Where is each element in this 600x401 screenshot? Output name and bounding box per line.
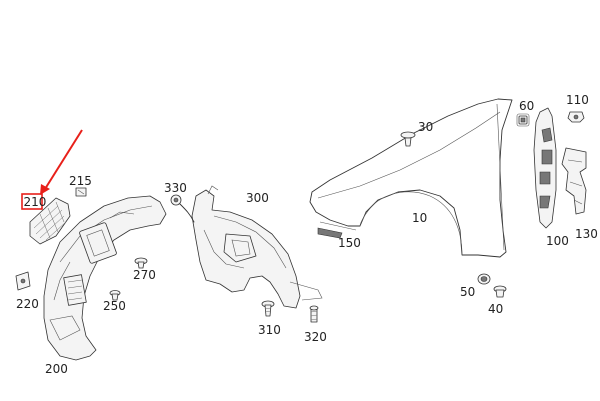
rear-wheel-arch-liner <box>191 185 323 309</box>
fender-panel <box>309 98 513 258</box>
nut-50 <box>477 273 491 285</box>
part-label-10[interactable]: 10 <box>412 211 427 225</box>
stud-320 <box>309 305 319 323</box>
grommet-330 <box>170 194 195 223</box>
part-label-220[interactable]: 220 <box>16 297 39 311</box>
part-label-130[interactable]: 130 <box>575 227 598 241</box>
part-label-250[interactable]: 250 <box>103 299 126 313</box>
part-label-150[interactable]: 150 <box>338 236 361 250</box>
screw-310 <box>261 300 275 317</box>
part-label-30[interactable]: 30 <box>418 120 433 134</box>
part-label-320[interactable]: 320 <box>304 330 327 344</box>
clip-215 <box>75 187 87 197</box>
clip-220 <box>15 271 31 291</box>
part-label-215[interactable]: 215 <box>69 174 92 188</box>
part-label-300[interactable]: 300 <box>246 191 269 205</box>
part-label-330[interactable]: 330 <box>164 181 187 195</box>
screw-250 <box>109 290 121 301</box>
screw-40 <box>493 285 507 298</box>
fastener-270 <box>134 257 148 269</box>
highlight-arrow <box>40 129 83 195</box>
part-label-60[interactable]: 60 <box>519 99 534 113</box>
part-label-200[interactable]: 200 <box>45 362 68 376</box>
fender-bracket <box>561 147 587 215</box>
part-label-110[interactable]: 110 <box>566 93 589 107</box>
front-wheel-arch-liner <box>43 195 167 361</box>
part-label-100[interactable]: 100 <box>546 234 569 248</box>
part-label-210[interactable]: 210 <box>24 195 47 209</box>
nut-110 <box>567 111 585 123</box>
fender-seal-strip <box>533 107 557 229</box>
splash-shield-210 <box>29 197 71 245</box>
push-rivet-30 <box>400 131 416 147</box>
part-label-270[interactable]: 270 <box>133 268 156 282</box>
part-label-40[interactable]: 40 <box>488 302 503 316</box>
highlight-box-210 <box>21 193 43 210</box>
part-label-310[interactable]: 310 <box>258 323 281 337</box>
clip-60 <box>516 113 530 127</box>
part-label-50[interactable]: 50 <box>460 285 475 299</box>
